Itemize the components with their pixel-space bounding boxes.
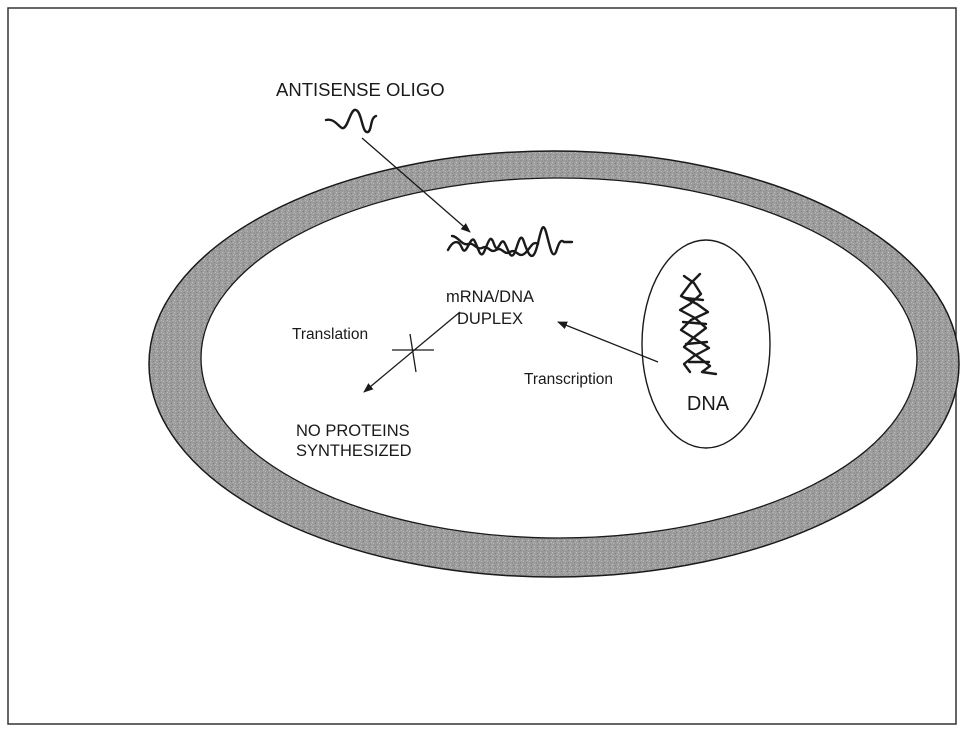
- duplex-label-line1: mRNA/DNA: [446, 288, 534, 306]
- translation-label: Translation: [292, 326, 368, 343]
- antisense-oligo-icon: [326, 110, 376, 132]
- no-proteins-label-line2: SYNTHESIZED: [296, 442, 412, 460]
- dna-label: DNA: [687, 393, 730, 415]
- cytoplasm: [201, 178, 917, 538]
- nucleus: [642, 240, 770, 448]
- duplex-label-line2: DUPLEX: [457, 310, 523, 328]
- no-proteins-label-line1: NO PROTEINS: [296, 422, 410, 440]
- antisense-oligo-label: ANTISENSE OLIGO: [276, 79, 445, 100]
- transcription-label: Transcription: [524, 371, 613, 388]
